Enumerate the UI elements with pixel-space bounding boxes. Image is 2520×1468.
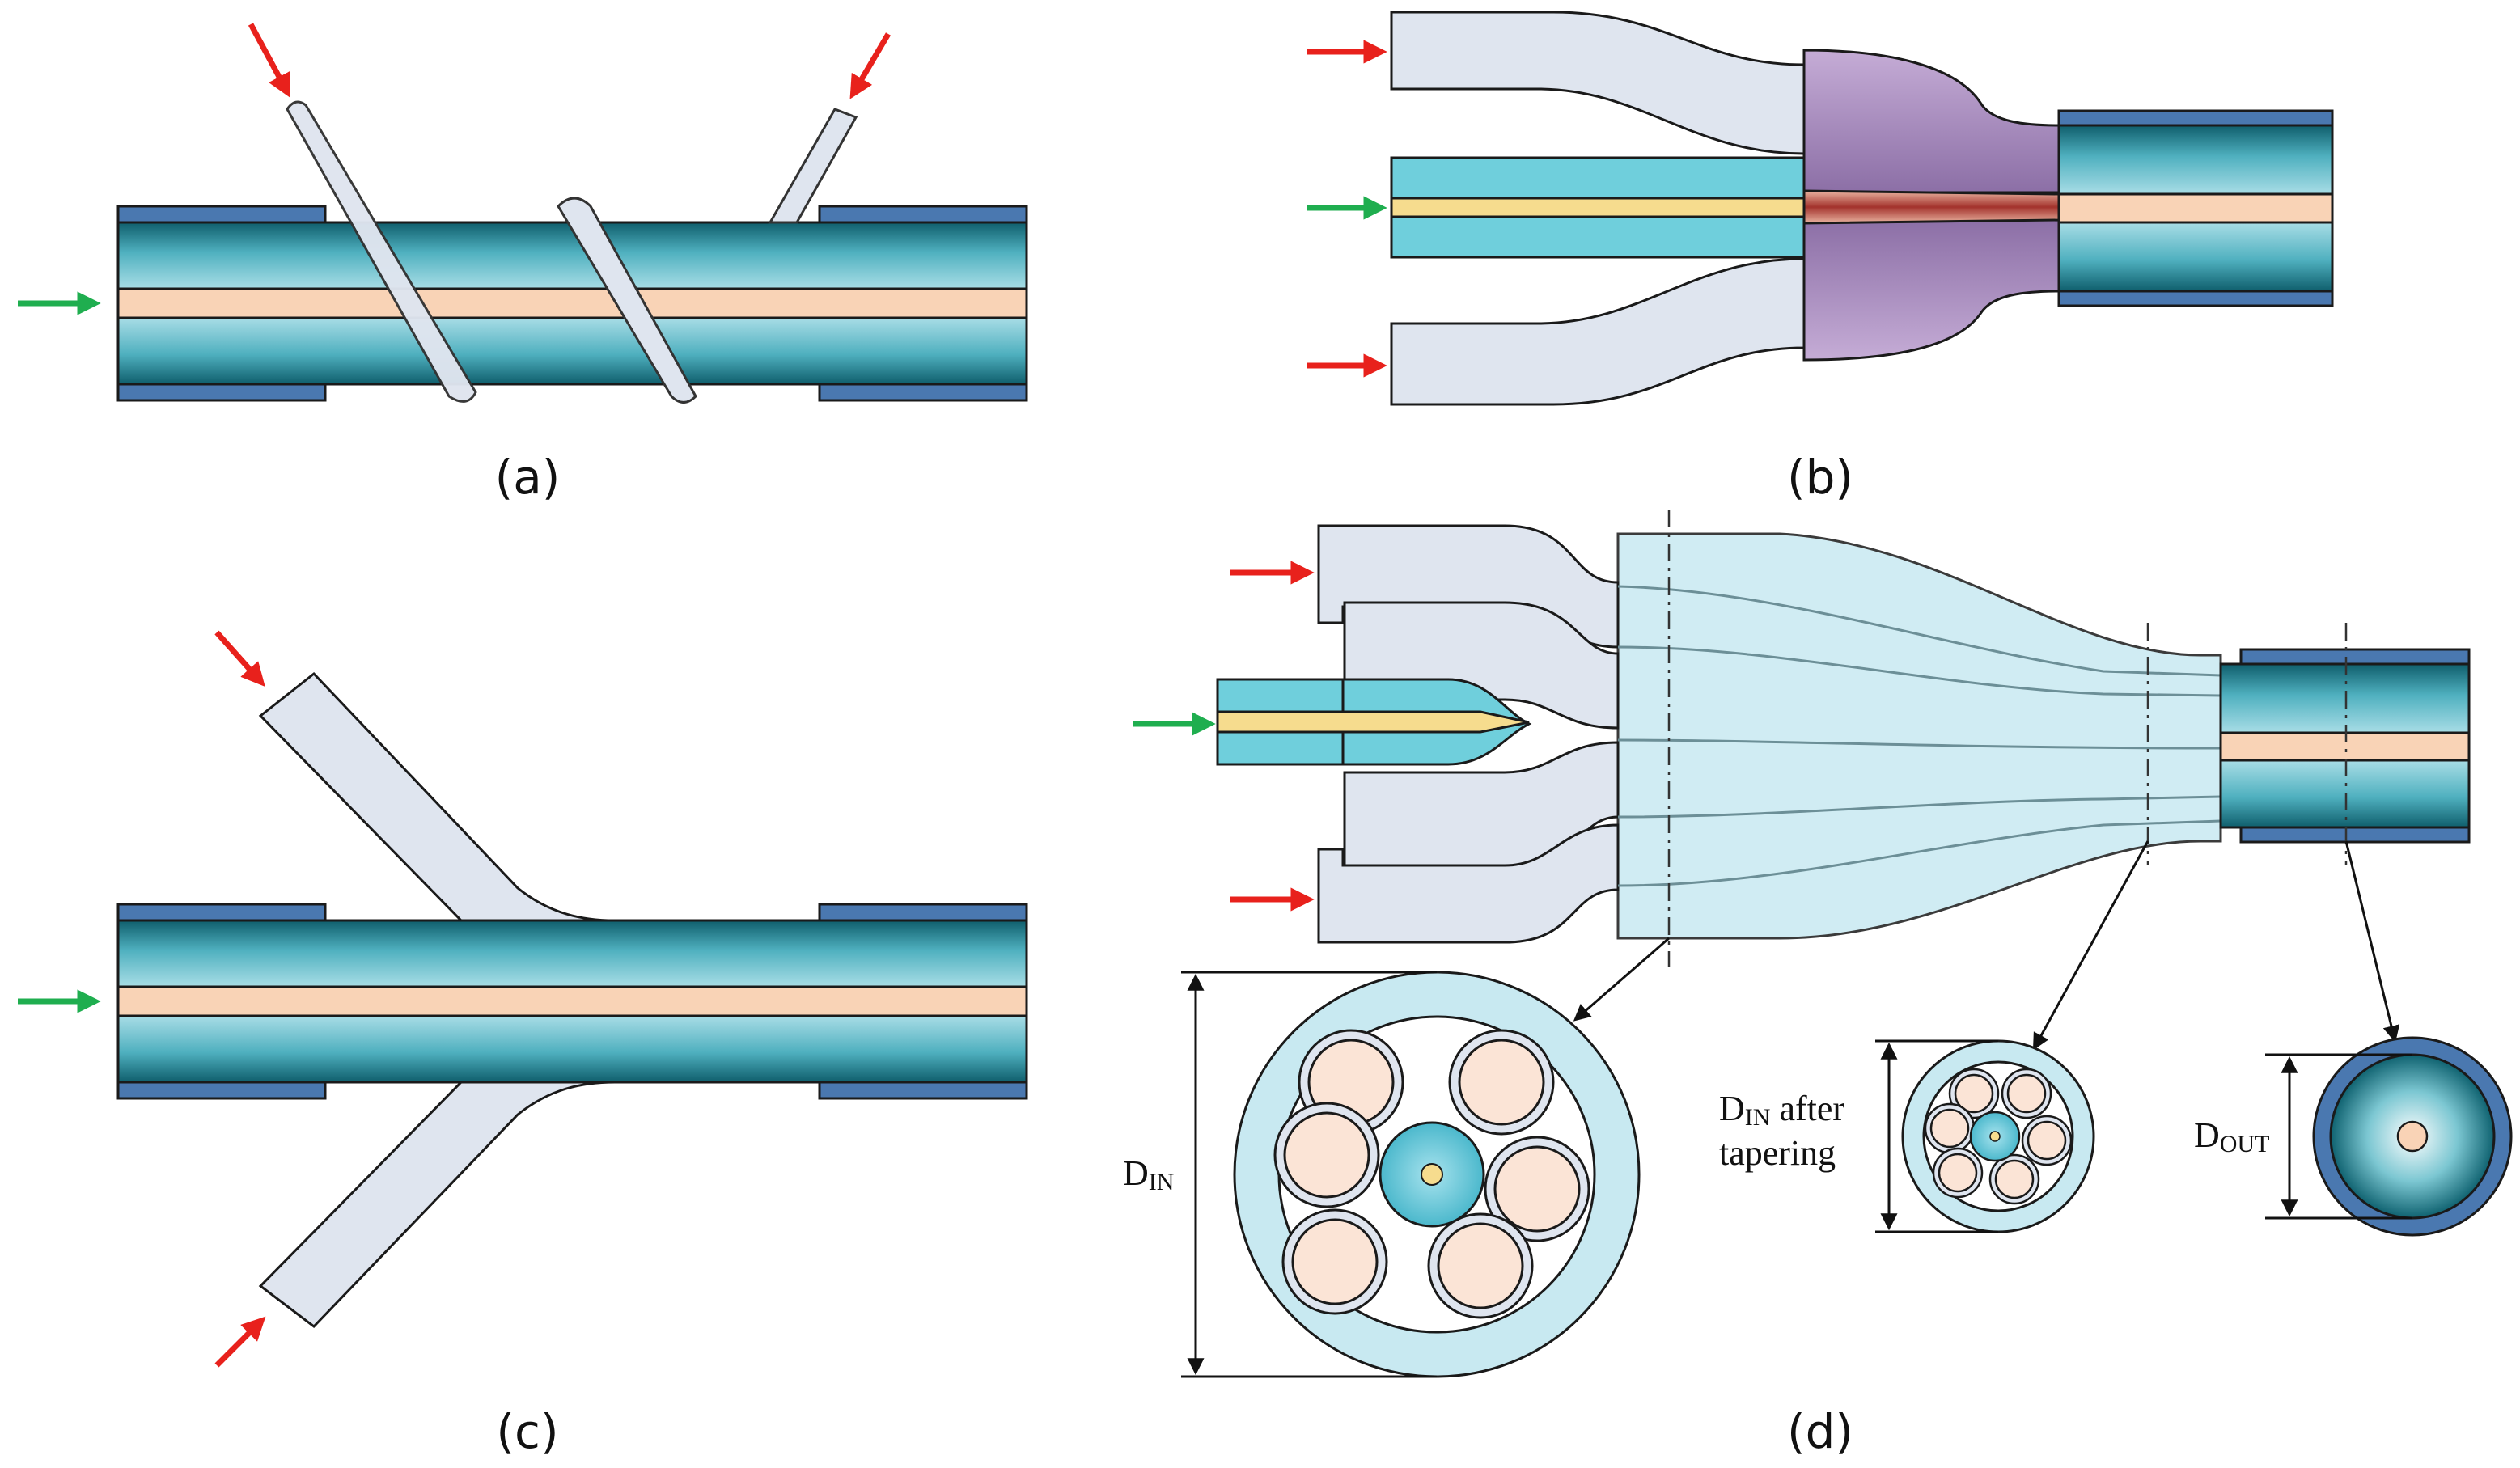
d-in-after-tapering-label: DIN after: [1719, 1089, 1844, 1131]
coating-c-bottom-left: [116, 1081, 327, 1100]
panel-label-d: (d): [1787, 1404, 1853, 1459]
fused-region-lower: [1802, 218, 2060, 362]
pump-arrow-c-lower: [214, 1316, 266, 1368]
fiber-core: [116, 287, 1028, 319]
section-lines: [1667, 510, 2348, 967]
output-core: [2057, 192, 2334, 224]
panel-b-end-pumped-combiner: [1307, 11, 2334, 406]
output-d-coating-bottom: [2239, 826, 2471, 844]
pump-fiber-circles-large: [1273, 1029, 1590, 1319]
panel-c-side-coupled-fiber: [18, 630, 1028, 1368]
pump-arrow-c-upper: [214, 630, 265, 687]
coating-top-right: [818, 205, 1028, 224]
taper-bundle: [1616, 532, 2222, 940]
coating-bottom-left: [116, 383, 327, 402]
cladding-upper: [116, 221, 1028, 290]
output-d-clad-lower: [2219, 759, 2471, 829]
signal-fiber-d-core: [1216, 710, 1530, 734]
d-in-label: DIN: [1123, 1153, 1174, 1195]
taper-internal-fiber-paths: [1617, 585, 2221, 887]
output-coating-bottom: [2057, 290, 2334, 307]
d-in-after-dimension-line: [1875, 1039, 1998, 1233]
d-in-after-tapering-label-line2: tapering: [1719, 1133, 1836, 1173]
output-d-coating-top: [2239, 648, 2471, 666]
pump-fiber-upper: [1390, 11, 1806, 155]
fiber-core-c: [116, 985, 1028, 1017]
pump-arrow-a-right: [849, 32, 892, 99]
cladding-c-lower: [116, 1014, 1028, 1084]
panel-label-b: (b): [1787, 450, 1853, 505]
signal-fiber-d-clad-upper: [1216, 678, 1345, 713]
section-pointer-arrows: [1573, 840, 2400, 1051]
pump-fiber-lower: [1390, 257, 1806, 406]
output-d-core: [2219, 731, 2471, 762]
panel-label-c: (c): [496, 1404, 558, 1459]
pump-fiber-lower-angled: [258, 1081, 616, 1329]
output-coating-top: [2057, 109, 2334, 127]
coating-c-top-right: [818, 903, 1028, 922]
cross-section-d-in: [1181, 971, 1641, 1378]
coating-c-top-left: [116, 903, 327, 922]
cladding-c-upper: [116, 919, 1028, 988]
fused-core: [1802, 189, 2060, 225]
panel-label-a: (a): [495, 450, 561, 505]
pump-fiber-wrap-2: [557, 197, 697, 404]
panel-d-tapered-fiber-bundle: DIN DIN after tapering: [1123, 510, 2513, 1378]
coating-c-bottom-right: [818, 1081, 1028, 1100]
output-clad-lower: [2057, 221, 2334, 293]
panel-a-side-pumped-fiber: [18, 23, 1028, 404]
d-in-dimension-line: [1181, 971, 1437, 1378]
pump-fiber-circles-small: [1924, 1068, 2073, 1205]
coating-top-left: [116, 205, 327, 224]
cross-section-d-out: [2265, 1036, 2513, 1237]
d-out-label: DOUT: [2194, 1115, 2269, 1157]
cross-section-d-in-after-tapering: [1875, 1039, 2095, 1233]
signal-fiber-clad-lower: [1390, 215, 1806, 259]
signal-fiber-core: [1390, 197, 1806, 218]
pump-fiber-upper-angled: [258, 671, 616, 922]
signal-fiber-clad-upper: [1390, 156, 1806, 200]
pump-fiber-wrap-1: [286, 100, 477, 403]
pump-arrow-a-left: [248, 23, 290, 98]
coating-bottom-right: [818, 383, 1028, 402]
output-clad-upper: [2057, 124, 2334, 196]
d-out-dimension-line: [2265, 1053, 2412, 1220]
cladding-lower: [116, 316, 1028, 386]
fused-region-upper: [1802, 49, 2060, 194]
pump-fiber-exit: [768, 108, 858, 224]
signal-fiber-d-clad-lower: [1216, 730, 1345, 766]
output-d-clad-upper: [2219, 662, 2471, 734]
